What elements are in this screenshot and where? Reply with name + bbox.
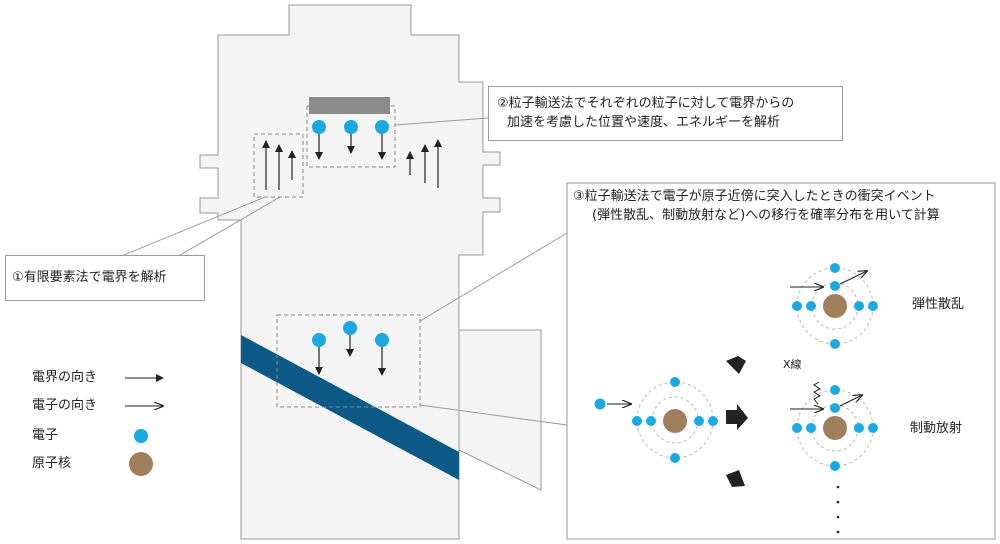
callout-1-text: ①有限要素法で電界を解析 (12, 270, 167, 285)
brems-label: 制動放射 (910, 421, 963, 436)
particle-region-box (306, 105, 396, 168)
legend-field-dir: 電界の向き (32, 370, 98, 385)
electron (375, 333, 389, 347)
electron (375, 120, 389, 134)
xray-wave (813, 381, 821, 405)
nucleus (823, 416, 847, 440)
lower-electrons (312, 321, 389, 376)
callout-2-line2: 加速を考慮した位置や速度、エネルギーを解析 (507, 115, 781, 130)
ellipsis-dots (836, 485, 840, 534)
field-region-box (253, 133, 304, 198)
legend-electron-dot (134, 429, 148, 443)
field-arrows-right (406, 139, 442, 188)
electron (312, 120, 326, 134)
xray-label: X線 (783, 358, 802, 371)
electron (344, 120, 358, 134)
callout-2-line1: ②粒子輸送法でそれぞれの粒子に対して電界からの (497, 96, 795, 111)
nucleus (823, 294, 847, 318)
electron (312, 333, 326, 347)
atom-elastic (790, 263, 878, 349)
legend-nucleus: 原子核 (32, 456, 72, 471)
callout-3-line1: ③粒子輸送法で電子が原子近傍に突入したときの衝突イベント (573, 189, 936, 204)
legend-electron-dir: 電子の向き (32, 398, 98, 413)
collision-panel (566, 182, 996, 540)
leader-lines (123, 117, 568, 426)
upper-electrons (312, 120, 389, 160)
electron (343, 321, 357, 335)
nucleus (663, 409, 687, 433)
atom-initial (632, 377, 718, 463)
process-arrows (726, 356, 748, 487)
legend-electron: 電子 (32, 428, 59, 443)
legend-glyphs (125, 374, 164, 476)
elastic-label: 弾性散乱 (912, 297, 965, 312)
atom-brems (790, 381, 878, 471)
legend-nucleus-dot (129, 452, 153, 476)
callout-1: ①有限要素法で電界を解析 (5, 255, 205, 301)
callout-3-line2: (弾性散乱、制動放射など)への移行を確率分布を用いて計算 (592, 208, 940, 223)
field-arrows-left (262, 140, 296, 190)
callout-2: ②粒子輸送法でそれぞれの粒子に対して電界からの 加速を考慮した位置や速度、エネル… (488, 86, 843, 141)
side-port (458, 329, 542, 491)
incoming-electron (594, 398, 606, 410)
lower-region-box (276, 314, 421, 408)
